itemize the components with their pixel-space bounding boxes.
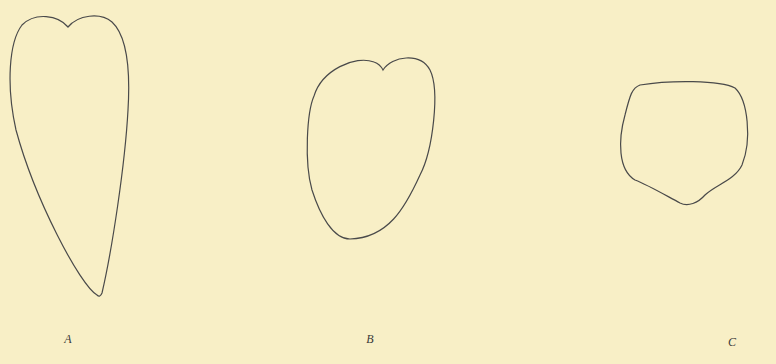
figure-letter: B xyxy=(366,332,373,347)
figure-letter: A xyxy=(64,332,71,347)
petal-outline-b xyxy=(307,58,435,239)
figure-letter: C xyxy=(728,335,736,350)
petal-outline-c xyxy=(621,82,748,205)
petal-outline-a xyxy=(10,16,129,296)
